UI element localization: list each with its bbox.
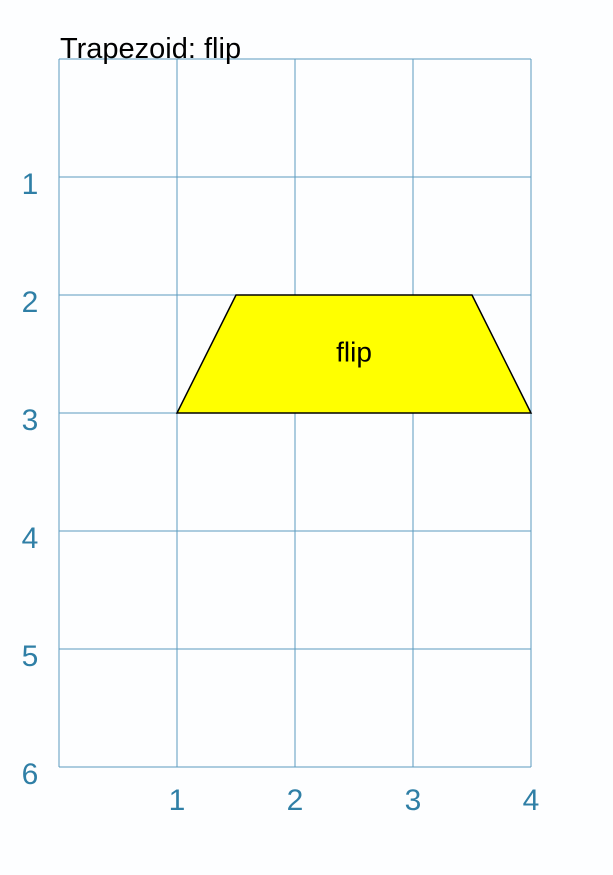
y-tick-label: 5	[22, 640, 39, 673]
axis-ticks: 1 2 3 4 1 2 3 4 5 6	[22, 168, 540, 817]
y-tick-label: 4	[22, 522, 39, 555]
x-tick-label: 1	[169, 784, 186, 817]
shape-label: flip	[336, 336, 372, 367]
trapezoid-shape	[175, 294, 533, 414]
y-tick-label: 3	[22, 404, 39, 437]
y-tick-label: 2	[22, 286, 39, 319]
x-tick-label: 3	[405, 784, 422, 817]
x-tick-label: 2	[287, 784, 304, 817]
x-tick-label: 4	[523, 784, 540, 817]
y-tick-label: 1	[22, 168, 39, 201]
y-tick-label: 6	[22, 758, 39, 791]
diagram-title: Trapezoid: flip	[60, 33, 241, 65]
shape-layer: flip	[175, 294, 533, 414]
